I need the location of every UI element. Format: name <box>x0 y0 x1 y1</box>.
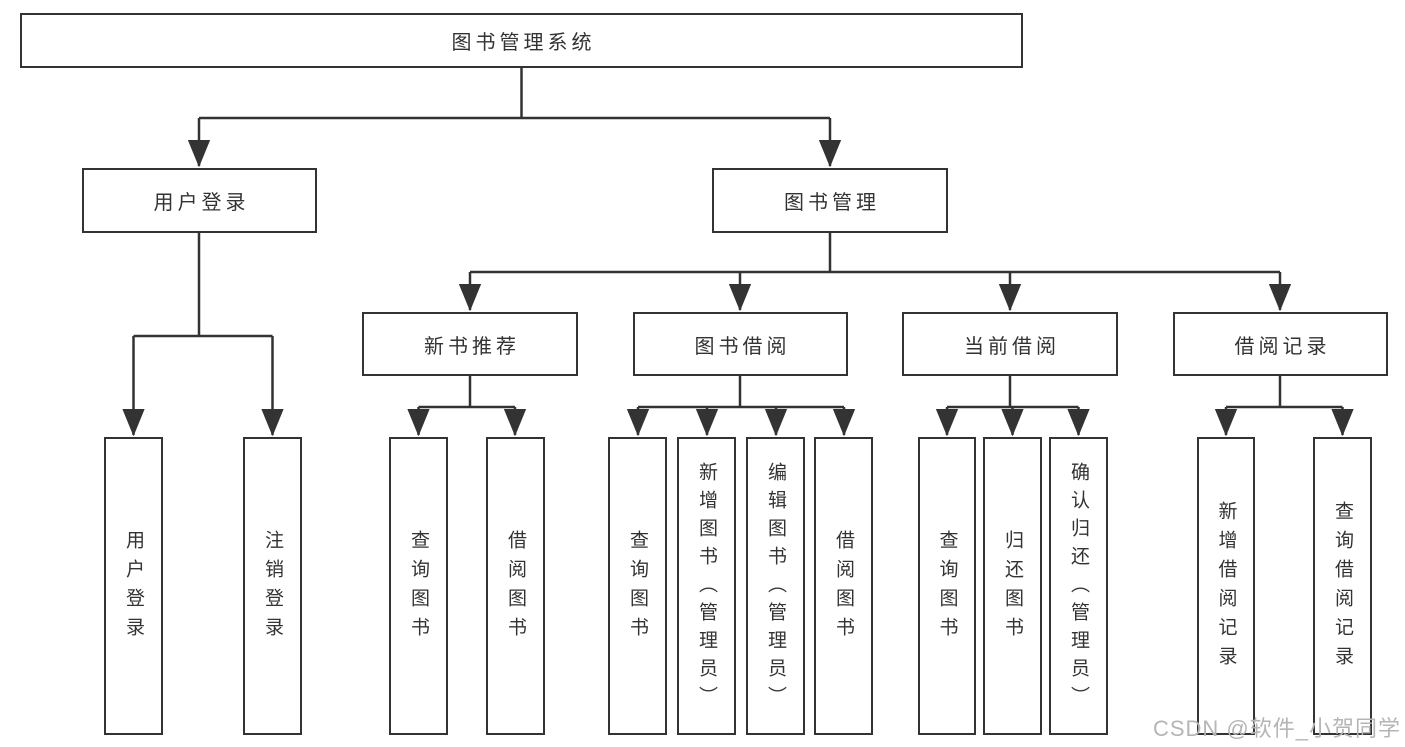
node-book-borrowing: 图书借阅 <box>633 312 848 376</box>
leaf-borrow-query-books: 查询图书 <box>608 437 667 735</box>
leaf-borrow-borrow-books: 借阅图书 <box>814 437 873 735</box>
node-borrowing-records: 借阅记录 <box>1173 312 1388 376</box>
leaf-records-add-record: 新增借阅记录 <box>1197 437 1255 735</box>
node-library-management-system: 图书管理系统 <box>20 13 1023 68</box>
node-new-book-recommend: 新书推荐 <box>362 312 578 376</box>
leaf-current-return-books: 归还图书 <box>983 437 1042 735</box>
node-book-management: 图书管理 <box>712 168 948 233</box>
leaf-user-login: 用户登录 <box>104 437 163 735</box>
leaf-newrec-query-books: 查询图书 <box>389 437 448 735</box>
leaf-current-confirm-return-admin: 确认归还（管理员） <box>1049 437 1108 735</box>
csdn-watermark: CSDN @软件_小贺同学 <box>1152 716 1401 741</box>
node-user-login: 用户登录 <box>82 168 317 233</box>
leaf-logout: 注销登录 <box>243 437 302 735</box>
leaf-current-query-books: 查询图书 <box>918 437 976 735</box>
leaf-records-query-record: 查询借阅记录 <box>1313 437 1372 735</box>
leaf-borrow-add-books-admin: 新增图书（管理员） <box>677 437 736 735</box>
leaf-newrec-borrow-books: 借阅图书 <box>486 437 545 735</box>
node-current-borrowing: 当前借阅 <box>902 312 1118 376</box>
leaf-borrow-edit-books-admin: 编辑图书（管理员） <box>746 437 805 735</box>
